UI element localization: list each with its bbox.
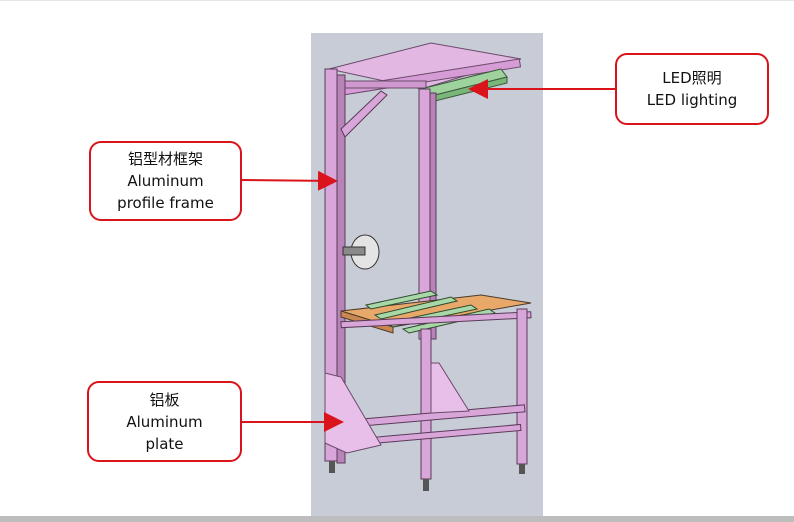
callout-led-en: LED lighting (646, 91, 738, 109)
callout-frame-cn: 铝型材框架 (127, 150, 203, 168)
arrow-frame (241, 170, 338, 191)
callout-aluminum-frame: 铝型材框架 Aluminum profile frame (89, 141, 242, 221)
callout-led-cn: LED照明 (662, 69, 722, 87)
bottom-bar (0, 516, 794, 522)
callout-plate-en-1: Aluminum (126, 412, 203, 431)
top-rule (0, 0, 794, 1)
callout-led-lighting: LED照明 LED lighting (615, 53, 769, 125)
callout-plate-en-2: plate (145, 434, 184, 453)
callout-frame-en-1: Aluminum (127, 172, 204, 190)
callout-aluminum-plate: 铝板 Aluminum plate (87, 381, 242, 462)
aluminum-frame-drawing (324, 42, 532, 491)
callout-frame-en-2: profile frame (117, 194, 214, 212)
callout-plate-cn: 铝板 (149, 390, 180, 409)
equipment-render-image (311, 33, 543, 516)
